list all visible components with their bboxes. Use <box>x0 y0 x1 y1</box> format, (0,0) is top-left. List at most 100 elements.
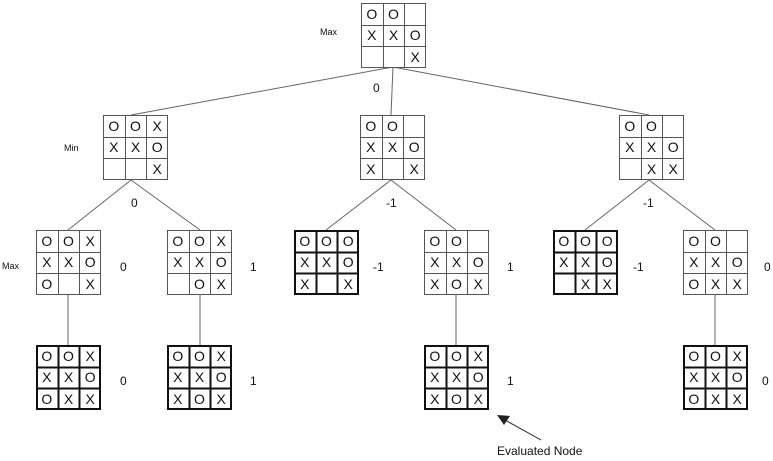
cell-o: O <box>667 139 679 156</box>
cell-o: O <box>429 232 441 249</box>
cell-x: X <box>451 254 462 271</box>
cell-x: X <box>216 347 226 364</box>
board-grid <box>167 230 232 295</box>
cell-x: X <box>410 49 420 66</box>
cell-x: X <box>689 254 699 271</box>
cell-o: O <box>194 391 205 408</box>
board-grid <box>361 3 426 68</box>
cell-empty <box>404 3 426 25</box>
cell-x: X <box>173 254 183 271</box>
cell-x: X <box>63 391 74 408</box>
cell-x: X <box>85 347 95 364</box>
cell-x: X <box>42 254 52 271</box>
cell-o: O <box>731 369 743 386</box>
node-value-m3: -1 <box>643 196 654 210</box>
cell-o: O <box>688 391 700 408</box>
cell-x: X <box>430 254 440 271</box>
cell-x: X <box>732 276 742 293</box>
node-value-a4: 1 <box>507 260 514 274</box>
edge-m3-a5 <box>584 179 650 231</box>
cell-x: X <box>430 276 440 293</box>
cell-o: O <box>321 232 332 249</box>
cell-x: X <box>710 276 721 293</box>
node-value-a5: -1 <box>633 260 644 274</box>
cell-x: X <box>689 369 699 386</box>
edge-root-m3 <box>392 66 650 116</box>
level-label-max-depth2: Max <box>2 261 20 271</box>
cell-x: X <box>732 347 742 364</box>
cell-o: O <box>84 254 96 271</box>
cell-o: O <box>41 276 53 293</box>
cell-o: O <box>710 347 721 364</box>
cell-x: X <box>646 139 657 156</box>
cell-o: O <box>688 232 700 249</box>
cell-o: O <box>624 117 636 134</box>
cell-o: O <box>215 254 227 271</box>
cell-x: X <box>580 254 591 271</box>
cell-empty <box>103 158 125 180</box>
board-grid <box>619 115 684 180</box>
cell-o: O <box>41 347 53 364</box>
node-value-a2: 1 <box>250 260 257 274</box>
cell-o: O <box>580 232 591 249</box>
board-grid <box>683 230 748 295</box>
board-grid <box>294 230 359 295</box>
cell-o: O <box>451 276 462 293</box>
cell-o: O <box>388 5 399 22</box>
node-value-a1: 0 <box>120 260 127 274</box>
cell-o: O <box>84 369 96 386</box>
cell-x: X <box>300 254 310 271</box>
board-grid <box>36 345 101 410</box>
cell-o: O <box>451 391 462 408</box>
cell-o: O <box>194 276 205 293</box>
cell-x: X <box>559 254 569 271</box>
cell-o: O <box>688 347 700 364</box>
node-value-m2: -1 <box>386 196 397 210</box>
cell-o: O <box>472 369 484 386</box>
node-value-root: 0 <box>373 81 380 95</box>
cell-x: X <box>216 391 226 408</box>
cell-x: X <box>473 391 483 408</box>
node-value-l4: 1 <box>507 374 514 388</box>
cell-x: X <box>109 139 119 156</box>
cell-x: X <box>366 139 376 156</box>
node-value-m1: 0 <box>131 196 138 210</box>
cell-empty <box>167 273 189 295</box>
cell-x: X <box>387 139 398 156</box>
cell-o: O <box>731 254 743 271</box>
cell-empty <box>403 115 425 137</box>
cell-o: O <box>342 232 354 249</box>
cell-empty <box>316 273 338 295</box>
cell-x: X <box>366 161 376 178</box>
cell-x: X <box>321 254 332 271</box>
cell-o: O <box>710 232 721 249</box>
cell-x: X <box>710 254 721 271</box>
cell-x: X <box>173 391 183 408</box>
cell-o: O <box>366 5 378 22</box>
cell-x: X <box>668 161 678 178</box>
cell-o: O <box>601 254 613 271</box>
evaluated-node-caption: Evaluated Node <box>497 444 583 458</box>
cell-x: X <box>130 139 141 156</box>
cell-o: O <box>601 232 613 249</box>
cell-o: O <box>451 347 462 364</box>
cell-o: O <box>429 347 441 364</box>
board-grid <box>103 115 168 180</box>
level-label-min: Min <box>64 143 79 153</box>
cell-o: O <box>387 117 398 134</box>
board-grid <box>36 230 101 295</box>
cell-x: X <box>42 369 52 386</box>
cell-o: O <box>63 347 74 364</box>
cell-o: O <box>194 232 205 249</box>
cell-o: O <box>408 139 420 156</box>
cell-o: O <box>41 232 53 249</box>
cell-empty <box>619 158 641 180</box>
cell-empty <box>383 46 405 68</box>
cell-x: X <box>63 254 74 271</box>
